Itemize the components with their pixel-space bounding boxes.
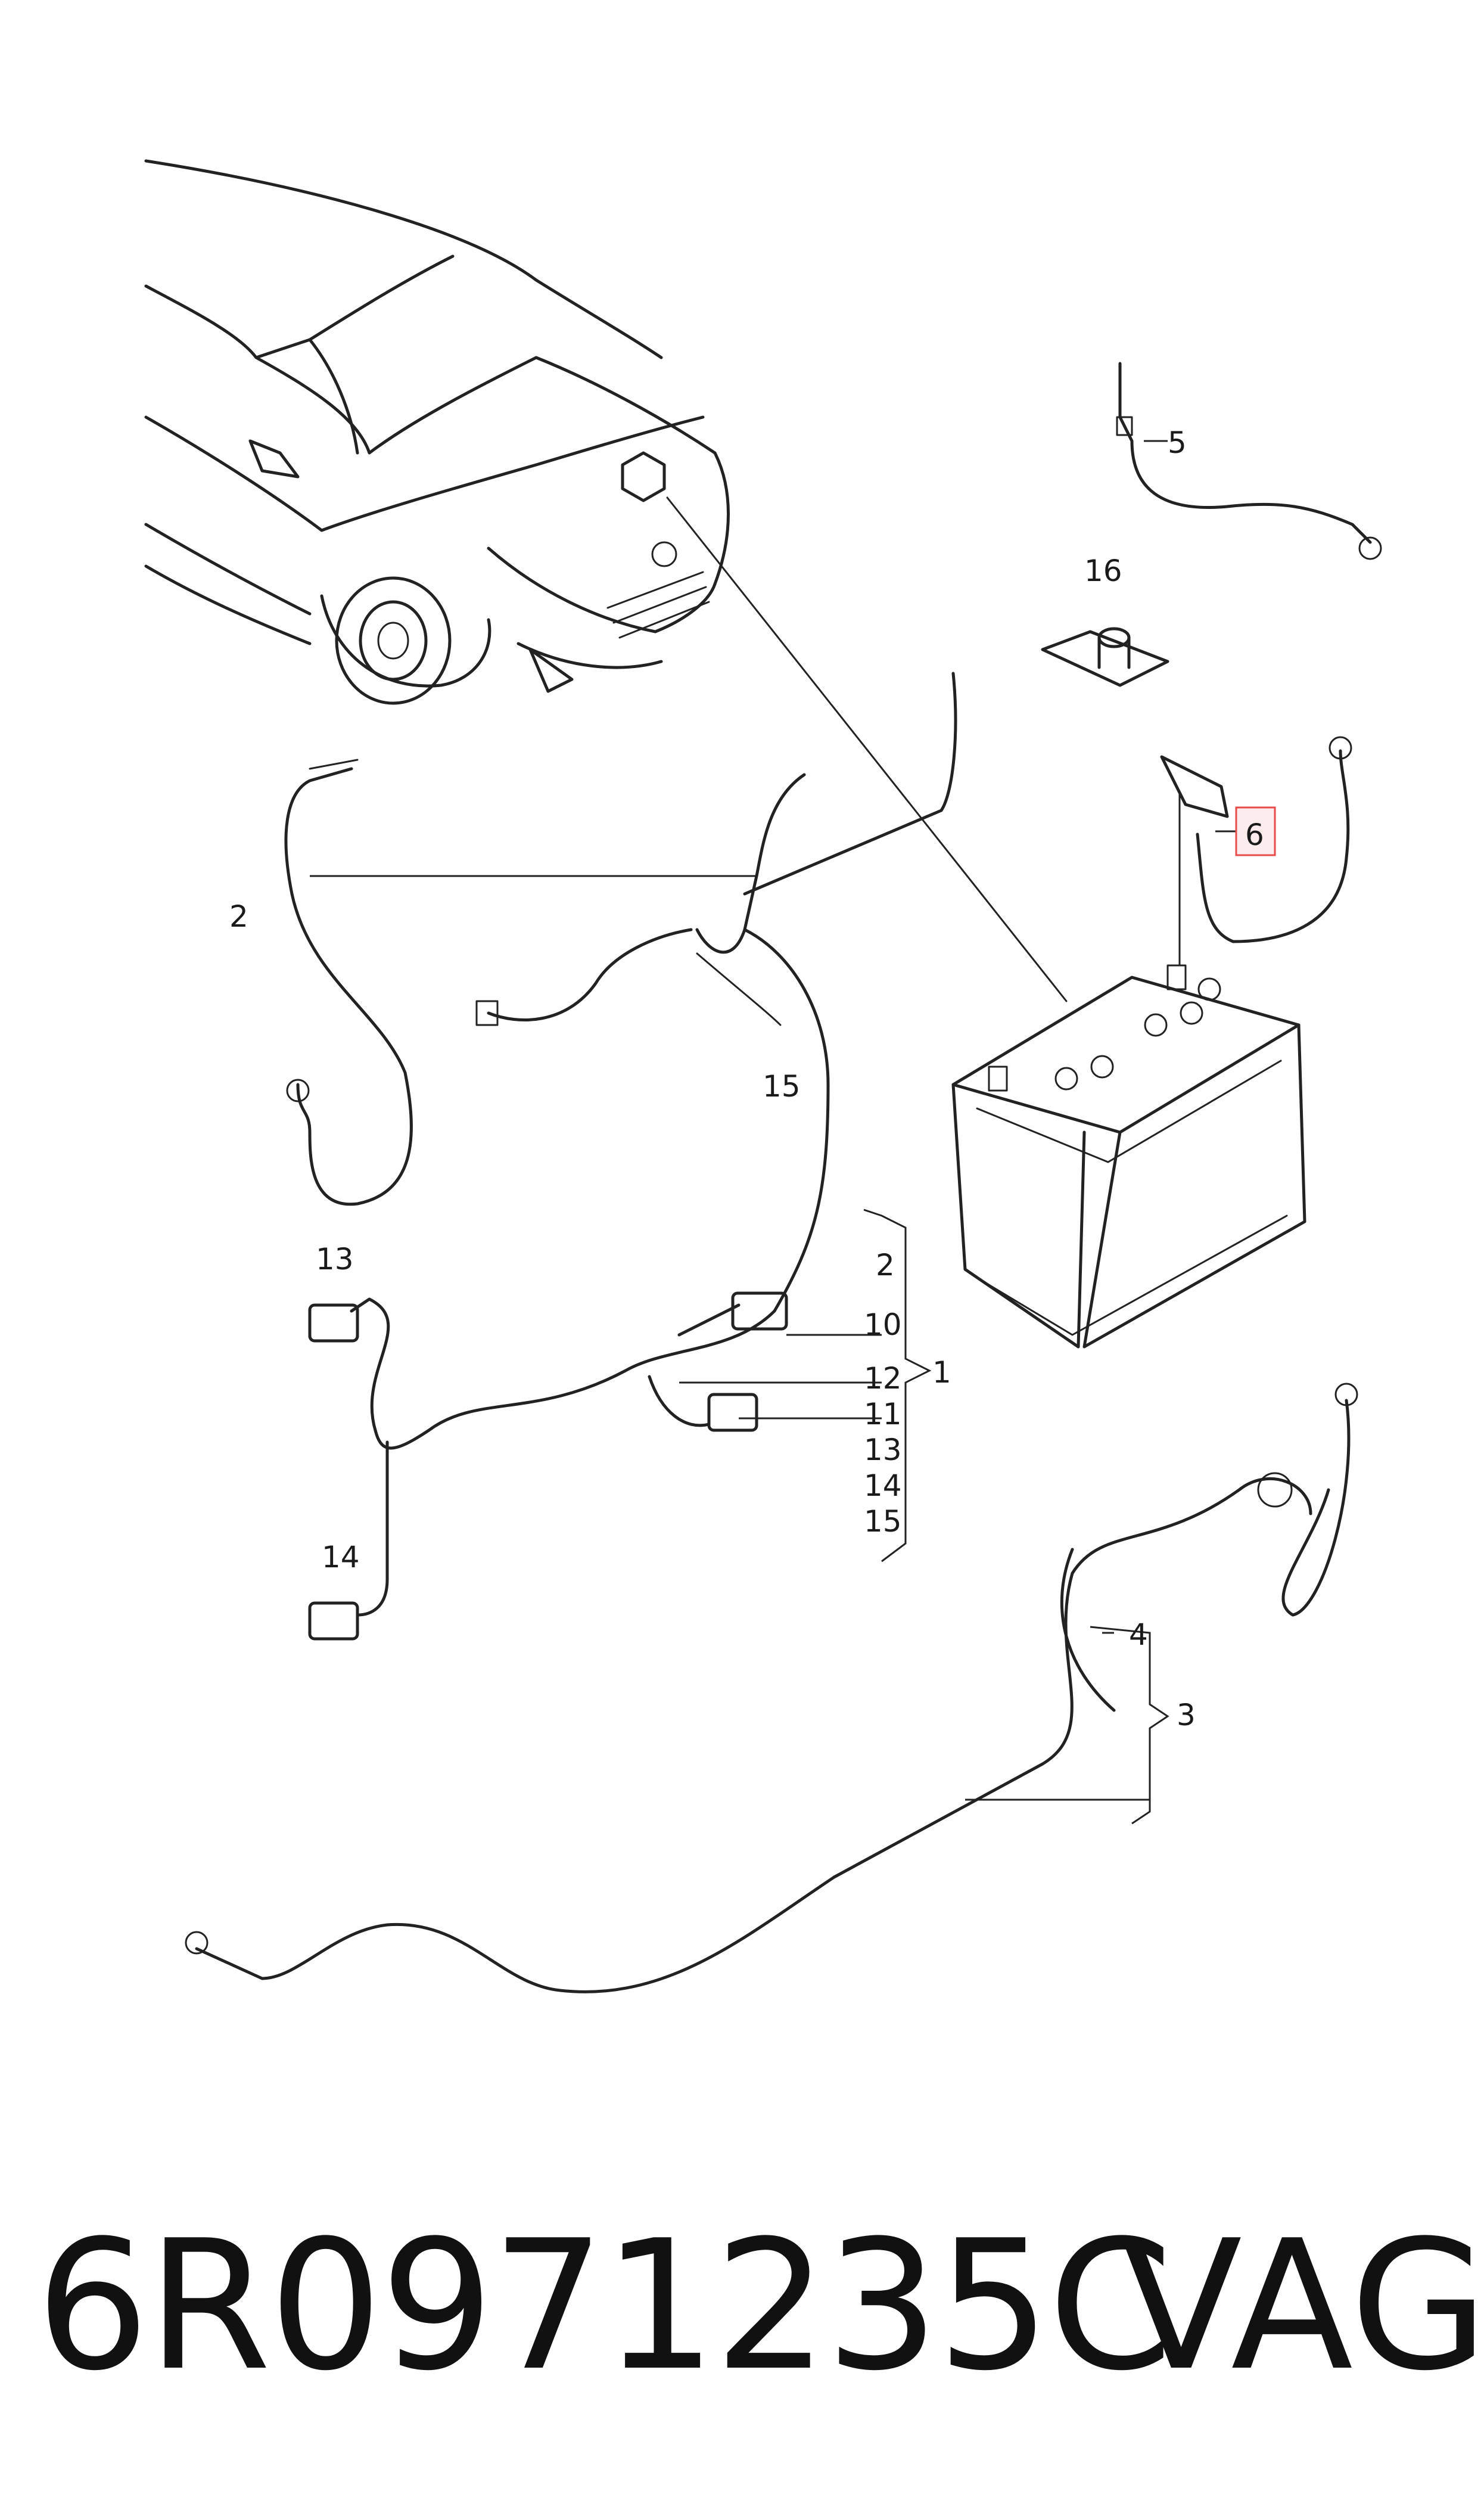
part-6-cable	[1160, 736, 1352, 967]
callout-14-bracket: 14	[864, 1468, 902, 1503]
main-harness-1	[308, 672, 957, 1641]
callout-11: 11	[864, 1397, 902, 1431]
callout-1: 1	[932, 1355, 951, 1390]
battery-illustration	[951, 964, 1306, 1349]
brand-label: VAG	[1120, 2202, 1484, 2410]
callout-2-bracket: 2	[876, 1248, 895, 1282]
callout-15-bracket: 15	[864, 1504, 902, 1539]
callout-14-left: 14	[322, 1540, 360, 1574]
hex-marker-icon	[621, 451, 666, 502]
callout-16: 16	[1084, 554, 1122, 588]
callout-12: 12	[864, 1361, 902, 1396]
callout-2-left: 2	[229, 899, 248, 934]
callout-4: 4	[1129, 1617, 1148, 1652]
part-number-label: 6R0971235C	[36, 2202, 1173, 2410]
car-illustration	[144, 159, 730, 705]
part-16-terminal-cap	[1041, 627, 1169, 687]
cable-5	[1116, 362, 1382, 560]
cable-3-4	[185, 1383, 1358, 1993]
callout-3: 3	[1177, 1698, 1196, 1732]
callout-15-top: 15	[763, 1069, 801, 1104]
leader-lines	[310, 440, 1239, 1825]
callout-13-bracket: 13	[864, 1433, 902, 1467]
callout-5: 5	[1168, 425, 1187, 460]
callout-10: 10	[864, 1307, 902, 1342]
highlight-box	[1235, 806, 1276, 856]
callout-13-left: 13	[316, 1242, 354, 1276]
cable-2	[284, 759, 413, 1206]
callout-6: 6	[1245, 818, 1264, 852]
